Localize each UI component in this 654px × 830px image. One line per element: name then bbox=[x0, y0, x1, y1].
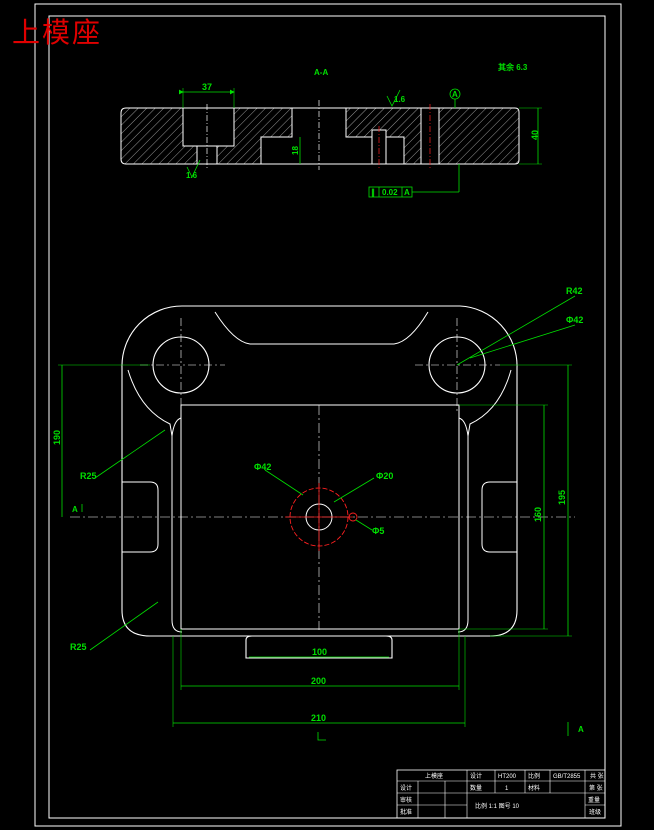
inner-frame bbox=[48, 15, 606, 819]
slot-left bbox=[122, 481, 159, 553]
d-small-label: Φ5 bbox=[372, 526, 384, 536]
tb-drawing-no: 材料 bbox=[528, 784, 540, 792]
tb-quantity: 1 bbox=[505, 786, 509, 792]
tb-footer: 比例 1:1 图号 10 bbox=[475, 802, 520, 810]
r-left-label: R25 bbox=[80, 471, 97, 481]
plate-outline bbox=[121, 305, 518, 659]
flatness-symbol: ∥ bbox=[371, 188, 375, 197]
tb-sheet: 共 张 bbox=[590, 772, 604, 780]
tb-standard: GB/T2855 bbox=[553, 774, 581, 780]
tb-school: 班级 bbox=[589, 808, 601, 816]
section-mark-right: A bbox=[578, 725, 584, 734]
dim-left-height: 190 bbox=[52, 430, 62, 445]
tb-quantity-label: 数量 bbox=[470, 784, 482, 792]
roughness-note: 其余 6.3 bbox=[498, 62, 528, 72]
d-mid-label: Φ20 bbox=[376, 471, 393, 481]
r-top-label: R42 bbox=[566, 286, 583, 296]
roughness-2: 1.6 bbox=[394, 95, 406, 104]
tb-design-row: 设计 bbox=[400, 784, 412, 792]
slot-right bbox=[481, 481, 517, 553]
dim-inner-width: 200 bbox=[311, 676, 326, 686]
section-label: A-A bbox=[314, 68, 328, 77]
plan-view: R42 Φ42 R25 R25 Φ42 Φ20 Φ5 190 A 160 195… bbox=[52, 286, 584, 741]
tb-weight-label: 重量 bbox=[588, 796, 600, 804]
dim-recess-depth: 18 bbox=[291, 146, 300, 155]
dim-bottom-notch: 100 bbox=[312, 647, 327, 657]
tb-sheet-no: 第 张 bbox=[589, 784, 603, 792]
section-view: A-A 其余 6.3 37 40 18 1.6 1.6 A bbox=[120, 62, 542, 198]
dim-total-height: 195 bbox=[557, 490, 567, 505]
drawing-title: 上模座 bbox=[12, 16, 102, 49]
r-bottom-label: R25 bbox=[70, 642, 87, 652]
tb-material: HT200 bbox=[498, 774, 517, 780]
roughness-1: 1.6 bbox=[186, 171, 198, 180]
tb-scale-label: 比例 bbox=[528, 772, 540, 780]
tb-design: 设计 bbox=[470, 772, 482, 780]
d-center-label: Φ42 bbox=[254, 462, 271, 472]
dim-thickness: 40 bbox=[530, 130, 540, 140]
dim-hole-depth: 37 bbox=[202, 82, 212, 92]
counterbore-left bbox=[182, 107, 235, 147]
flatness-datum: A bbox=[404, 188, 410, 197]
tb-part-name: 上模座 bbox=[425, 772, 443, 780]
small-hole bbox=[348, 512, 358, 522]
pin-hole bbox=[371, 129, 387, 165]
tb-approve: 批准 bbox=[400, 808, 412, 816]
central-recess bbox=[260, 107, 405, 165]
outer-frame bbox=[34, 3, 622, 827]
tb-check: 审核 bbox=[400, 796, 412, 804]
datum-label: A bbox=[452, 90, 458, 99]
title-block: 上模座 设计 HT200 比例 GB/T2855 共 张 数量 1 材料 第 张… bbox=[396, 769, 606, 819]
dim-inner-height: 160 bbox=[533, 507, 543, 522]
flatness-value: 0.02 bbox=[382, 188, 398, 197]
d-top-label: Φ42 bbox=[566, 315, 583, 325]
section-mark-left: A bbox=[72, 505, 78, 514]
dim-outer-width: 210 bbox=[311, 713, 326, 723]
